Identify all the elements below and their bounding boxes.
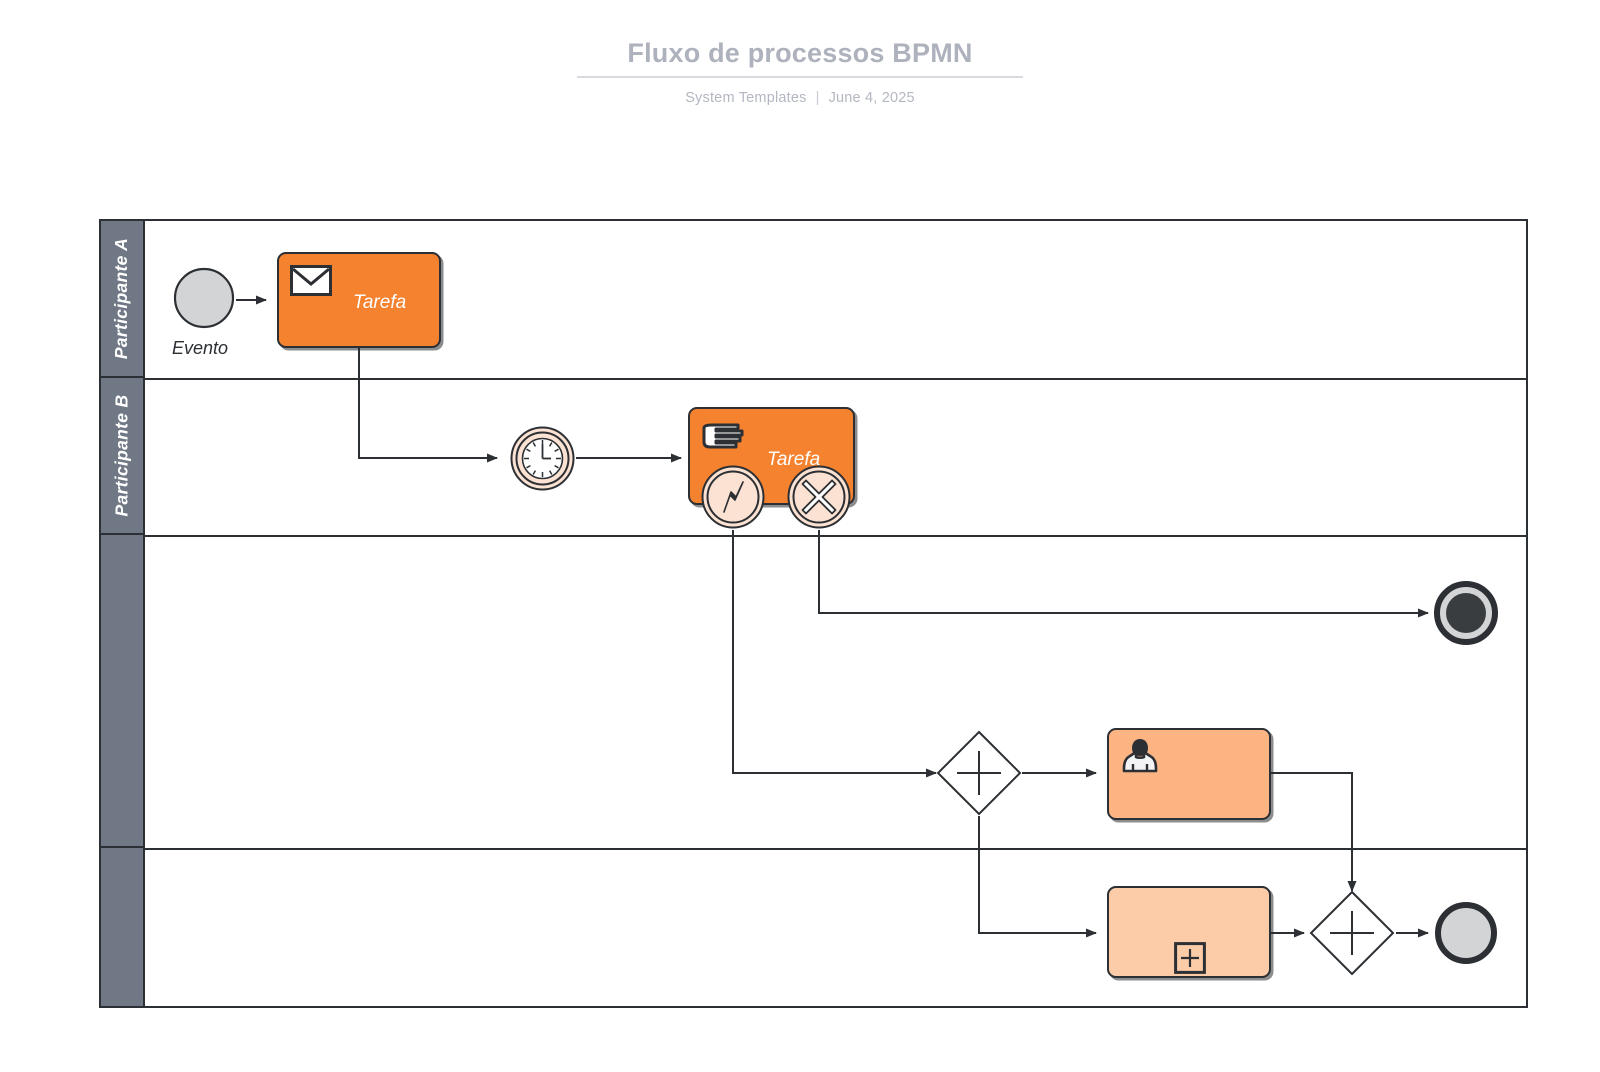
lane-header-participante-b: Participante B (101, 378, 145, 535)
start-event[interactable] (172, 266, 236, 330)
hand-icon (700, 419, 744, 456)
subtitle-separator: | (815, 90, 820, 107)
task-message-label: Tarefa (353, 292, 407, 313)
document-subtitle: System Templates | June 4, 2025 (0, 90, 1600, 106)
lane-divider-1 (145, 378, 1527, 380)
lane-header-participante-a: Participante A (101, 221, 145, 378)
boundary-error-event[interactable] (700, 464, 766, 530)
start-event-label: Evento (172, 338, 229, 358)
lightning-icon (723, 481, 744, 513)
terminate-end-event[interactable] (1434, 581, 1498, 645)
lane-label-participante-a: Participante A (111, 237, 132, 360)
plus-icon (957, 751, 1001, 795)
task-message[interactable]: Tarefa (277, 252, 441, 348)
boundary-cancel-event[interactable] (786, 464, 852, 530)
lane-header-3 (101, 535, 145, 848)
filled-circle-icon (1446, 593, 1486, 633)
document-author: System Templates (685, 90, 807, 107)
gateway-split[interactable] (936, 730, 1022, 816)
lane-divider-3 (145, 848, 1527, 850)
plus-box-icon (1174, 942, 1206, 979)
page-title: Fluxo de processos BPMN (577, 38, 1023, 79)
document-header: Fluxo de processos BPMN System Templates… (0, 38, 1600, 106)
envelope-icon (290, 265, 332, 301)
lane-header-4 (101, 848, 145, 1006)
task-manual-label: Tarefa (767, 449, 821, 470)
lane-divider-2 (145, 535, 1527, 537)
lane-label-participante-b: Participante B (111, 394, 132, 517)
timer-event[interactable] (509, 425, 576, 492)
subprocess[interactable] (1107, 886, 1271, 978)
user-icon (1120, 737, 1160, 780)
gateway-join[interactable] (1309, 890, 1395, 976)
plus-icon (1330, 911, 1374, 955)
task-user[interactable] (1107, 728, 1271, 820)
document-date: June 4, 2025 (828, 90, 915, 107)
clock-icon (521, 437, 564, 480)
x-icon (801, 479, 837, 515)
end-event[interactable] (1434, 901, 1498, 965)
